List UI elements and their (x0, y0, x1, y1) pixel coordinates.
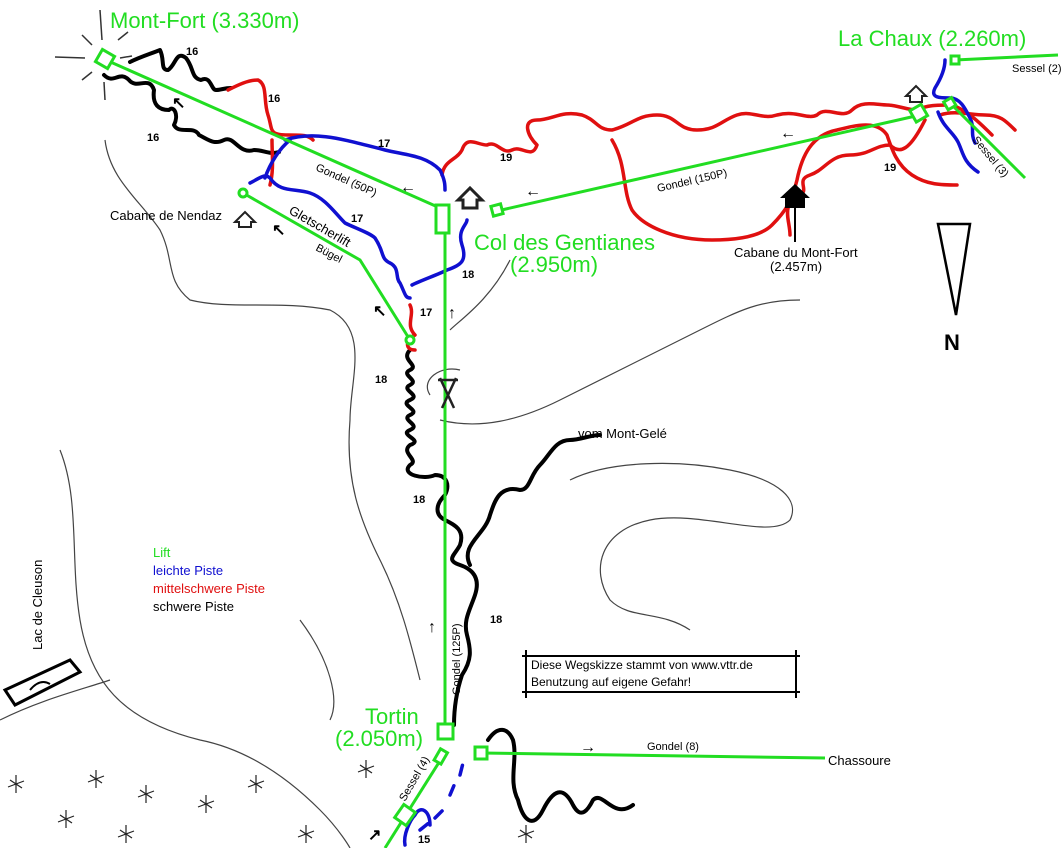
piste-numbers: 16 16 16 17 17 17 18 18 18 18 19 19 15 (147, 46, 896, 846)
arrow-icon: ↑ (448, 305, 456, 322)
piste-number: 19 (500, 152, 512, 164)
sessel-2-label: Sessel (2) (1012, 63, 1062, 75)
sessel-4-mid (392, 802, 418, 828)
legend-hard: schwere Piste (153, 599, 234, 614)
arrow-icon: ↖ (272, 222, 285, 239)
arrow-icon: ← (780, 125, 796, 142)
notice-box: Diese Wegskizze stammt von www.vttr.de B… (522, 650, 800, 698)
tortin-station (436, 722, 455, 741)
piste-number: 16 (186, 46, 198, 58)
arrow-icon: ↗ (368, 827, 381, 844)
piste-number: 17 (378, 138, 390, 150)
tortin-altitude: (2.050m) (335, 726, 423, 751)
mont-fort-label: Mont-Fort (3.330m) (110, 8, 300, 33)
gletscherlift-bottom (404, 334, 416, 346)
tortin-label: Tortin (365, 704, 419, 729)
piste-number: 18 (413, 494, 425, 506)
piste-number: 19 (884, 162, 896, 174)
forest-marks (7, 760, 535, 843)
sessel-3-station (941, 95, 959, 112)
col-station-150 (489, 202, 505, 218)
summit-rays-icon (54, 9, 133, 101)
cabane-mont-fort-label: Cabane du Mont-Fort (734, 245, 858, 260)
legend-easy: leichte Piste (153, 563, 223, 578)
direction-arrows: ↖ ← ← ← ↖ ↖ ↑ ↑ → ↗ (172, 95, 796, 844)
cabane-mont-fort-altitude: (2.457m) (770, 259, 822, 274)
gondel-8-line (481, 751, 826, 760)
chassoure-label: Chassoure (828, 753, 891, 768)
piste-number: 15 (418, 834, 430, 846)
sessel-4-line (383, 755, 445, 848)
la-chaux-station-150 (907, 102, 930, 125)
hut-icon (232, 84, 929, 228)
dam-icon (2, 658, 83, 707)
arrow-icon: ← (400, 179, 416, 196)
piste-number: 17 (420, 307, 432, 319)
lifts (93, 47, 1059, 848)
piste-number: 18 (375, 374, 387, 386)
col-station-125 (434, 203, 451, 235)
notice-line-1: Diese Wegskizze stammt von www.vttr.de (531, 658, 753, 672)
mont-fort-station (93, 47, 117, 71)
gletscherlift-top (237, 187, 249, 199)
north-label: N (944, 330, 960, 355)
sessel-2-line (954, 53, 1059, 62)
pylon-icon (438, 377, 458, 409)
arrow-icon: ↖ (373, 303, 386, 320)
gondel-8-station (473, 745, 489, 761)
sessel-2-station (949, 54, 961, 66)
legend: Lift leichte Piste mittelschwere Piste s… (153, 545, 265, 614)
cabane-nendaz-label: Cabane de Nendaz (110, 208, 222, 223)
col-des-gentianes-label: Col des Gentianes (474, 230, 655, 255)
piste-number: 16 (268, 93, 280, 105)
piste-number: 16 (147, 132, 159, 144)
gondel-150-line (496, 113, 921, 213)
mont-gele-label: vom Mont-Gelé (578, 426, 667, 441)
sessel-4-top (431, 746, 450, 767)
arrow-icon: ↖ (172, 95, 185, 112)
cabane-mont-fort-icon (780, 184, 810, 242)
north-arrow-icon: N (936, 222, 972, 355)
col-des-gentianes-altitude: (2.950m) (510, 252, 598, 277)
arrow-icon: → (580, 739, 596, 756)
gondel-50-line (105, 58, 441, 210)
piste-number: 17 (351, 213, 363, 225)
piste-number: 18 (462, 269, 474, 281)
la-chaux-label: La Chaux (2.260m) (838, 26, 1026, 51)
sessel-3-line (948, 101, 1027, 180)
notice-line-2: Benutzung auf eigene Gefahr! (531, 675, 691, 689)
arrow-icon: ↑ (428, 619, 436, 636)
gondel-125-label: Gondel (125P) (451, 623, 463, 695)
arrow-icon: ← (525, 183, 541, 200)
pistes-hard (102, 48, 635, 823)
legend-lift: Lift (153, 545, 171, 560)
lac-de-cleuson-label: Lac de Cleuson (30, 560, 45, 650)
legend-medium: mittelschwere Piste (153, 581, 265, 596)
gondel-8-label: Gondel (8) (647, 741, 699, 753)
gletscherlift-line (242, 191, 412, 341)
terrain-lines (0, 139, 801, 848)
piste-number: 18 (490, 614, 502, 626)
